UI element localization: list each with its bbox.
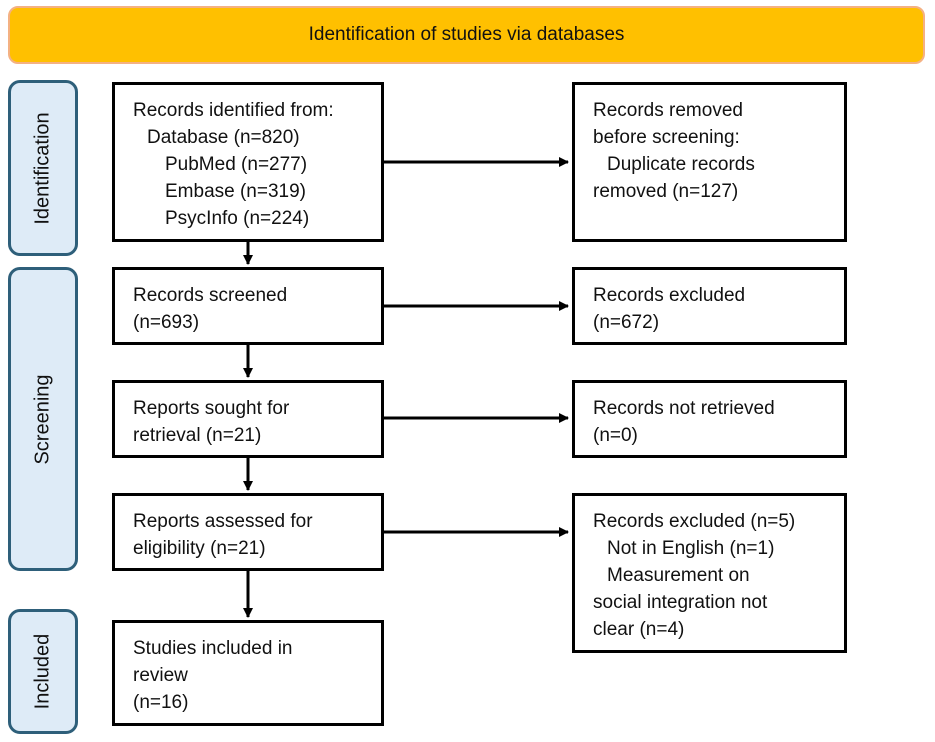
box-line: social integration not	[593, 592, 768, 613]
stage-included: Included	[8, 609, 78, 734]
box-line: Embase (n=319)	[165, 181, 306, 202]
box-line: PubMed (n=277)	[165, 154, 308, 175]
box-line: review	[133, 665, 188, 686]
box-line: (n=16)	[133, 692, 189, 713]
header-title: Identification of studies via databases	[308, 24, 625, 45]
box-line: Reports assessed for	[133, 511, 313, 532]
box-line: eligibility (n=21)	[133, 538, 266, 559]
box-studies-included: Studies included in review (n=16)	[112, 620, 384, 726]
box-records-excluded-reasons: Records excluded (n=5) Not in English (n…	[572, 493, 847, 653]
box-line: (n=693)	[133, 312, 200, 333]
box-line: Records removed	[593, 100, 743, 121]
box-line: Measurement on	[607, 565, 750, 586]
box-line: Duplicate records	[607, 154, 755, 175]
box-line: Records screened	[133, 285, 288, 306]
stage-screening: Screening	[8, 267, 78, 571]
box-records-not-retrieved: Records not retrieved (n=0)	[572, 380, 847, 458]
box-line: (n=0)	[593, 425, 638, 446]
box-line: clear (n=4)	[593, 619, 685, 640]
box-line: Database (n=820)	[147, 127, 300, 148]
box-reports-assessed: Reports assessed for eligibility (n=21)	[112, 493, 384, 571]
box-line: before screening:	[593, 127, 740, 148]
box-line: Records not retrieved	[593, 398, 775, 419]
box-reports-sought: Reports sought for retrieval (n=21)	[112, 380, 384, 458]
box-line: Studies included in	[133, 638, 293, 659]
box-line: Not in English (n=1)	[607, 538, 775, 559]
box-records-identified: Records identified from: Database (n=820…	[112, 82, 384, 242]
box-line: Records excluded (n=5)	[593, 511, 796, 532]
box-line: Records excluded	[593, 285, 746, 306]
header-banner: Identification of studies via databases	[8, 6, 925, 64]
box-records-removed: Records removed before screening: Duplic…	[572, 82, 847, 242]
box-records-screened: Records screened (n=693)	[112, 267, 384, 345]
box-line: Reports sought for	[133, 398, 290, 419]
box-line: (n=672)	[593, 312, 660, 333]
box-line: removed (n=127)	[593, 181, 739, 202]
box-line: retrieval (n=21)	[133, 425, 262, 446]
stage-identification: Identification	[8, 80, 78, 256]
box-line: Records identified from:	[133, 100, 334, 121]
box-line: PsycInfo (n=224)	[165, 208, 310, 229]
box-records-excluded: Records excluded (n=672)	[572, 267, 847, 345]
